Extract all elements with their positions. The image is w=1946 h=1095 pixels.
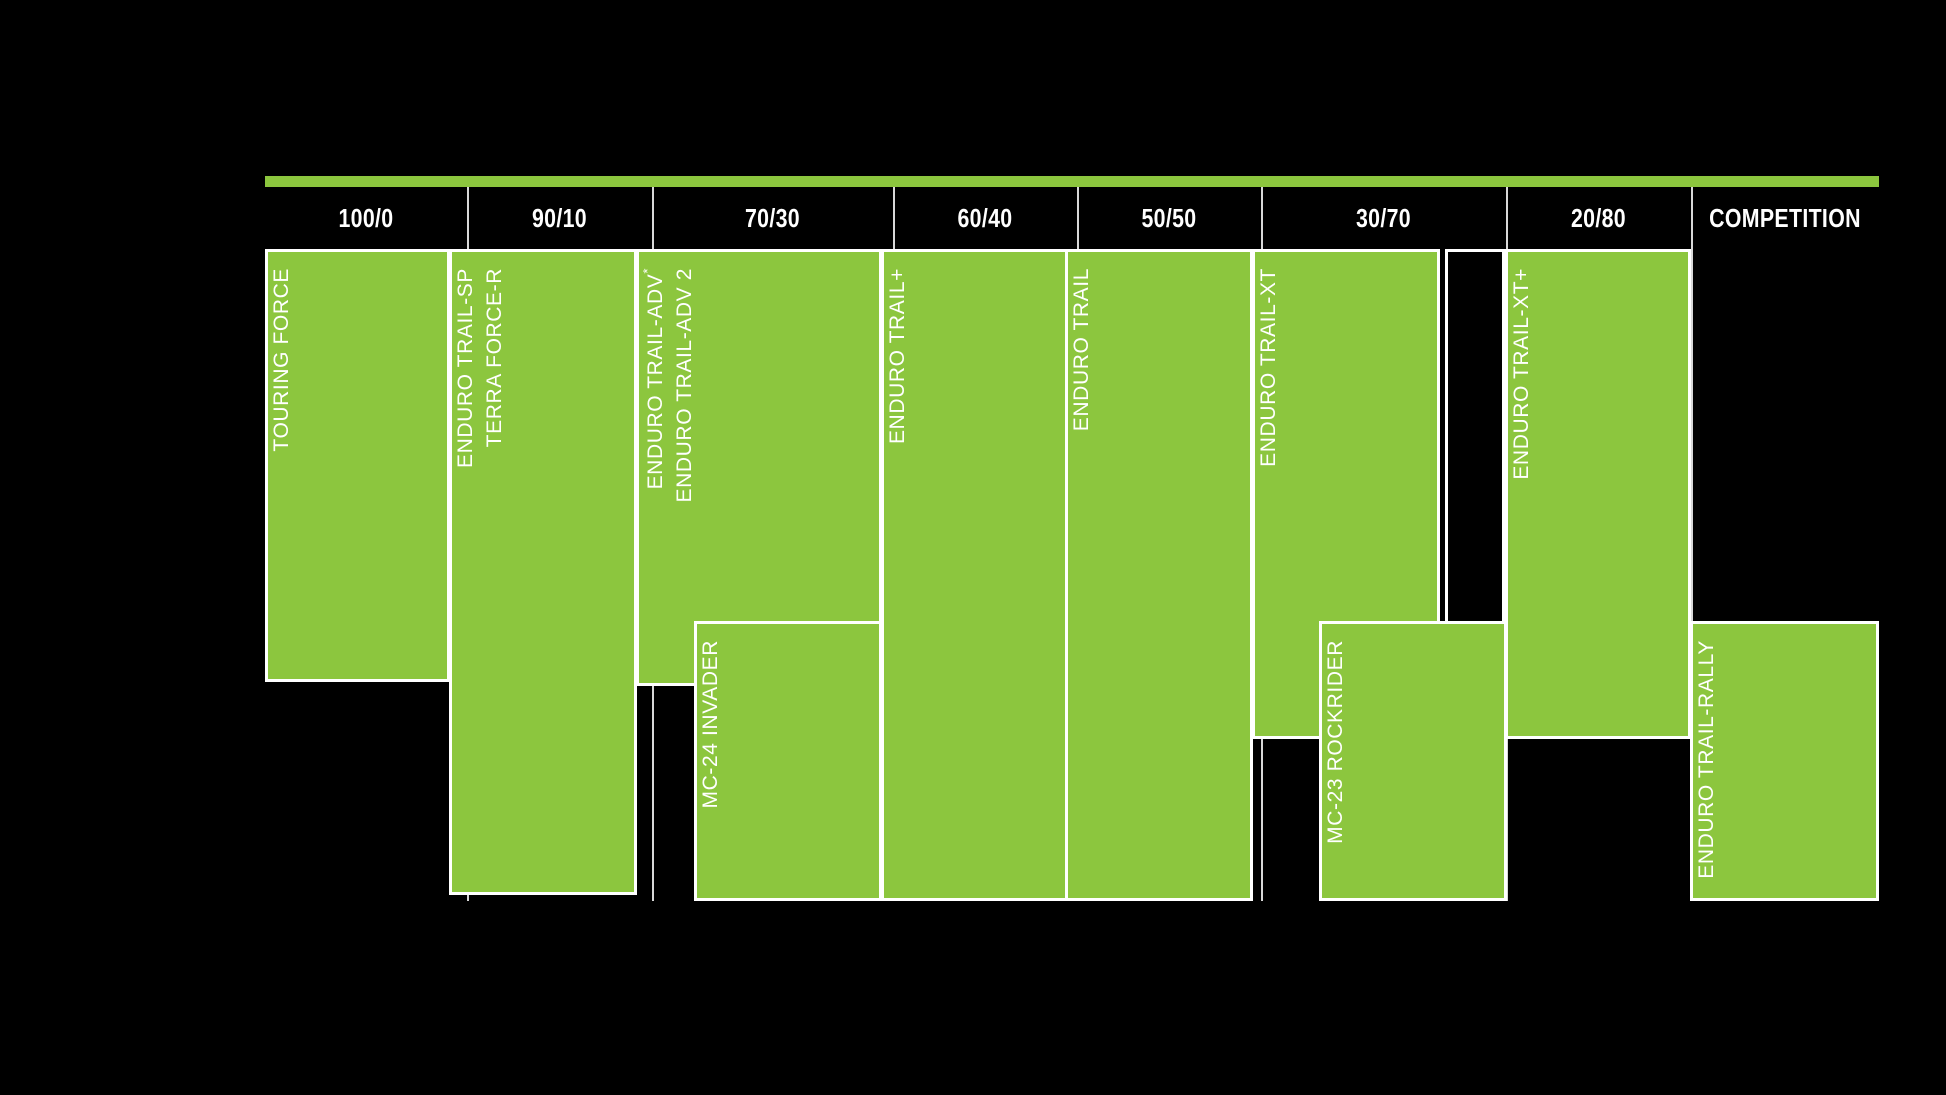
bar-label-enduro-trail-adv-text: ENDURO TRAIL-ADV xyxy=(644,273,667,490)
header-cell-90-10: 90/10 xyxy=(467,187,652,249)
bar-enduro-trail[interactable]: ENDURO TRAIL xyxy=(1065,249,1253,901)
header-label-20-80: 20/80 xyxy=(1570,202,1626,233)
bar-label-enduro-trail-adv: ENDURO TRAIL-ADV* xyxy=(639,268,671,489)
bar-label-group: MC-24 INVADER xyxy=(697,640,879,898)
bar-label-touring-force: TOURING FORCE xyxy=(270,268,293,452)
top-accent-rule xyxy=(265,176,1879,187)
bar-label-enduro-trail-plus: ENDURO TRAIL+ xyxy=(886,268,909,445)
header-label-90-10: 90/10 xyxy=(531,202,587,233)
bar-label-enduro-trail-xt-plus: ENDURO TRAIL-XT+ xyxy=(1510,268,1533,480)
header-cell-100-0: 100/0 xyxy=(265,187,467,249)
bar-label-enduro-trail: ENDURO TRAIL xyxy=(1070,268,1093,432)
bar-mc-23-rockrider[interactable]: MC-23 ROCKRIDER xyxy=(1319,621,1507,901)
header-label-30-70: 30/70 xyxy=(1355,202,1411,233)
bar-label-enduro-trail-sp: ENDURO TRAIL-SP xyxy=(454,268,477,468)
header-cell-20-80: 20/80 xyxy=(1506,187,1691,249)
header-label-60-40: 60/40 xyxy=(957,202,1013,233)
bar-label-mc-23-rockrider: MC-23 ROCKRIDER xyxy=(1324,640,1347,844)
bar-mc-24-invader[interactable]: MC-24 INVADER xyxy=(694,621,882,901)
header-cell-60-40: 60/40 xyxy=(893,187,1077,249)
header-label-100-0: 100/0 xyxy=(338,202,394,233)
bar-label-enduro-trail-rally: ENDURO TRAIL-RALLY xyxy=(1695,640,1718,879)
bar-label-group: TERRA FORCE-R ENDURO TRAIL-SP xyxy=(452,268,634,892)
bar-enduro-trail-plus[interactable]: ENDURO TRAIL+ xyxy=(881,249,1069,901)
bar-enduro-trail-xt-plus[interactable]: ENDURO TRAIL-XT+ xyxy=(1505,249,1691,739)
bar-label-mc-24-invader: MC-24 INVADER xyxy=(699,640,722,809)
category-header-row: 100/0 90/10 70/30 60/40 50/50 30/70 20/8… xyxy=(265,187,1879,249)
bar-label-group: ENDURO TRAIL+ xyxy=(884,268,1066,898)
bar-label-enduro-trail-xt: ENDURO TRAIL-XT xyxy=(1257,268,1280,467)
bar-touring-force[interactable]: TOURING FORCE xyxy=(265,249,450,682)
header-cell-competition: COMPETITION xyxy=(1691,187,1879,249)
bar-enduro-trail-rally[interactable]: ENDURO TRAIL-RALLY xyxy=(1690,621,1879,901)
header-cell-70-30: 70/30 xyxy=(652,187,893,249)
bar-label-terra-force-r: TERRA FORCE-R xyxy=(482,268,506,448)
header-cell-50-50: 50/50 xyxy=(1077,187,1261,249)
bar-label-group: ENDURO TRAIL-XT+ xyxy=(1508,268,1688,736)
header-label-competition: COMPETITION xyxy=(1709,202,1861,233)
bar-label-group: ENDURO TRAIL-RALLY xyxy=(1693,640,1876,898)
header-label-50-50: 50/50 xyxy=(1141,202,1197,233)
footnote-marker: * xyxy=(640,268,655,274)
header-label-70-30: 70/30 xyxy=(744,202,800,233)
plot-area: TOURING FORCE TERRA FORCE-R ENDURO TRAIL… xyxy=(265,249,1879,901)
bar-enduro-trail-adv[interactable]: ENDURO TRAIL-ADV 2 ENDURO TRAIL-ADV* xyxy=(636,249,882,686)
header-cell-30-70: 30/70 xyxy=(1261,187,1506,249)
bar-terra-force-r[interactable]: TERRA FORCE-R ENDURO TRAIL-SP xyxy=(449,249,637,895)
column-divider-7 xyxy=(1691,249,1693,901)
bar-label-group: ENDURO TRAIL xyxy=(1068,268,1250,898)
bar-label-group: MC-23 ROCKRIDER xyxy=(1322,640,1504,898)
bar-label-group: TOURING FORCE xyxy=(268,268,447,679)
bar-label-enduro-trail-adv-2: ENDURO TRAIL-ADV 2 xyxy=(672,268,696,503)
spacer-box-30-70 xyxy=(1445,249,1505,624)
